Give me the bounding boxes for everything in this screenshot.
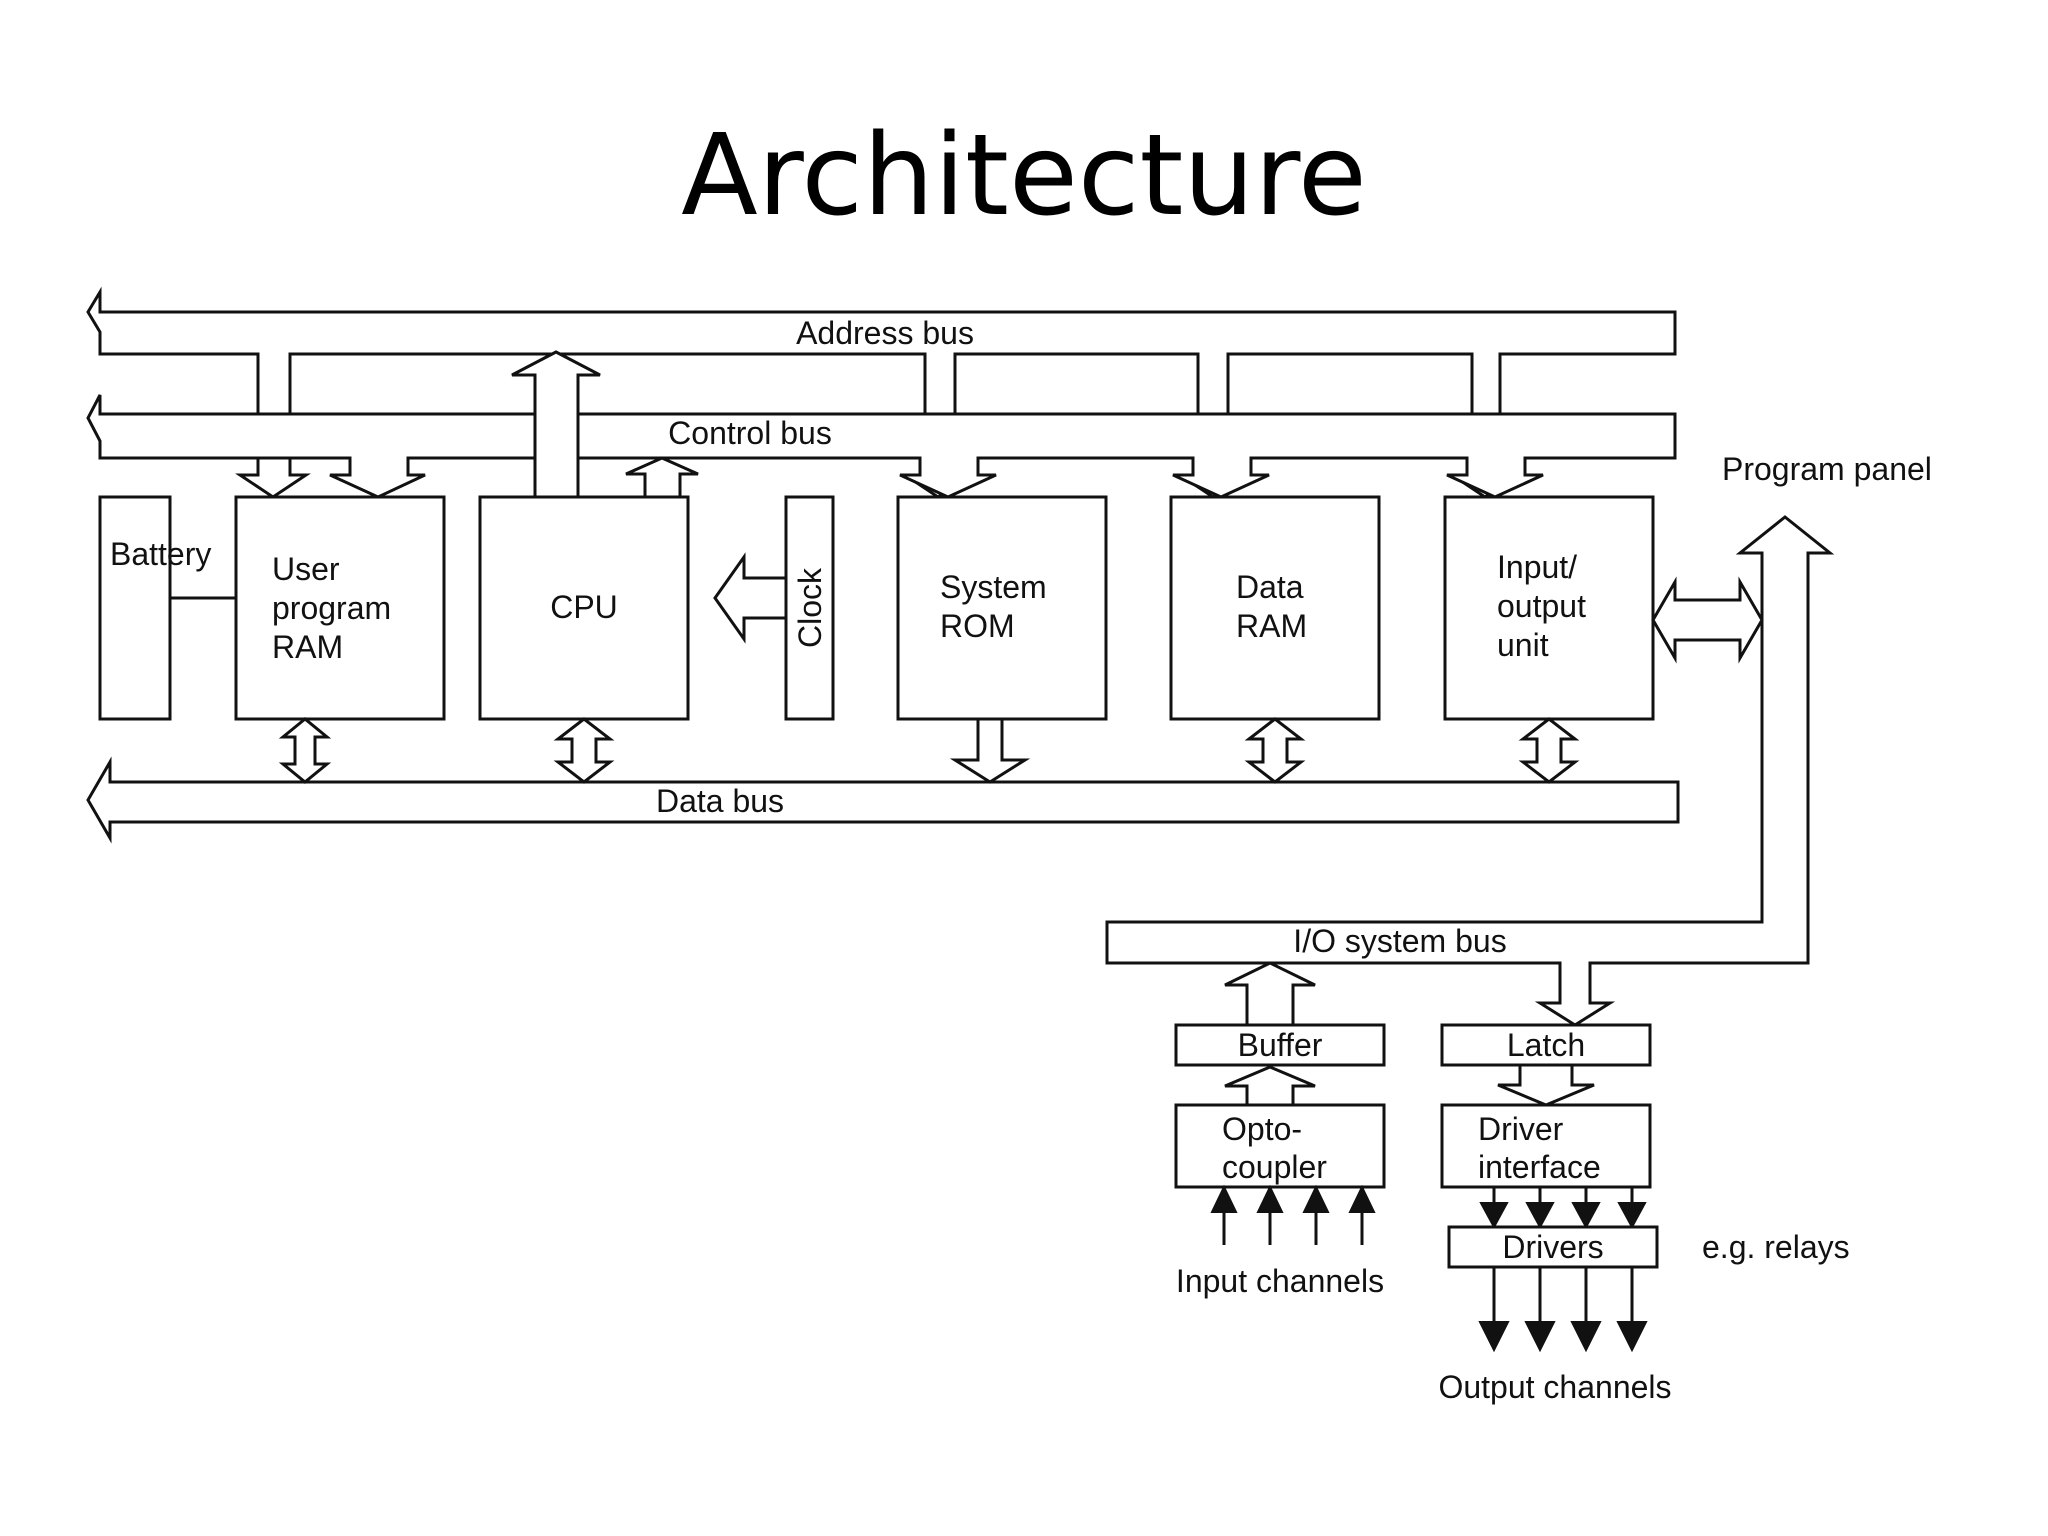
control-bus-label: Control bus (668, 415, 832, 451)
driver-interface-line2: interface (1478, 1149, 1601, 1185)
cpu-data-arrow (553, 717, 615, 784)
data-ram-line1: Data (1236, 569, 1304, 605)
io-unit-line1: Input/ (1497, 549, 1577, 585)
battery-label: Battery (110, 536, 211, 572)
buffer-label: Buffer (1238, 1027, 1323, 1063)
data-bus-label: Data bus (656, 783, 784, 819)
io-unit-data-arrow (1518, 717, 1580, 784)
latch-block (1440, 1023, 1652, 1067)
latch-label: Latch (1507, 1027, 1585, 1063)
drivers-block (1447, 1225, 1659, 1269)
control-bus (86, 394, 1677, 499)
io-unit-line2: output (1497, 588, 1586, 624)
battery-block (98, 495, 172, 721)
cpu-block (478, 495, 690, 721)
user-ram-line1: User (272, 551, 340, 587)
driver-interface-block (1440, 1103, 1652, 1189)
io-system-bus-label: I/O system bus (1293, 923, 1506, 959)
buffer-block (1174, 1023, 1386, 1067)
data-ram-line2: RAM (1236, 608, 1307, 644)
io-unit-line3: unit (1497, 627, 1549, 663)
input-channel-arrows (1210, 1184, 1376, 1245)
driver-arrows (1479, 1187, 1647, 1230)
drivers-label: Drivers (1502, 1229, 1603, 1265)
io-panel-arrow (1651, 576, 1764, 664)
user-ram-block (234, 495, 446, 721)
input-channels-label: Input channels (1176, 1263, 1384, 1299)
program-panel-label: Program panel (1722, 451, 1932, 487)
data-ram-data-arrow (1244, 717, 1306, 784)
address-bus-label: Address bus (796, 315, 974, 351)
clock-cpu-arrow (713, 552, 788, 644)
io-system-bus (1105, 515, 1835, 1027)
opto-line2: coupler (1222, 1149, 1327, 1185)
relays-label: e.g. relays (1702, 1229, 1850, 1265)
latch-driver-arrow (1497, 1063, 1595, 1107)
opto-buffer-arrow (1224, 1065, 1316, 1107)
cpu-label: CPU (550, 589, 618, 625)
opto-block (1174, 1103, 1386, 1189)
driver-interface-line1: Driver (1478, 1111, 1564, 1147)
data-ram-block (1169, 495, 1381, 721)
rom-data-arrow (949, 717, 1031, 784)
user-ram-data-arrow (278, 717, 332, 784)
user-ram-line2: program (272, 590, 391, 626)
opto-line1: Opto- (1222, 1111, 1302, 1147)
data-bus (86, 756, 1680, 844)
system-rom-line1: System (940, 569, 1047, 605)
system-rom-line2: ROM (940, 608, 1015, 644)
output-channels-label: Output channels (1438, 1369, 1671, 1405)
cpu-control-arrow (625, 456, 699, 499)
slide-title: Architecture (681, 111, 1367, 241)
cpu-address-arrow (511, 350, 601, 499)
buffer-bus-arrow (1224, 961, 1316, 1027)
output-channel-arrows (1478, 1267, 1648, 1353)
system-rom-block (896, 495, 1108, 721)
clock-block (784, 495, 835, 721)
user-ram-line3: RAM (272, 629, 343, 665)
clock-label: Clock (792, 567, 828, 648)
